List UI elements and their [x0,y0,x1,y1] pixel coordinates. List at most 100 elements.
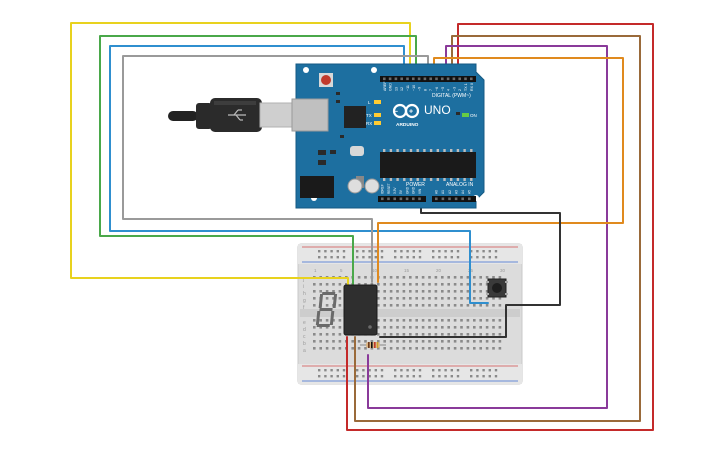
rail-hole [418,250,422,253]
breadboard-hole [383,283,386,286]
breadboard-hole [396,276,399,279]
row-letter-h: h [303,291,306,297]
breadboard-hole [389,319,393,322]
seven-segment-display[interactable]: 8. [0,0,378,336]
breadboard-hole [345,283,348,286]
breadboard-hole [498,276,502,279]
breadboard-hole [421,347,425,350]
breadboard-hole [434,304,438,307]
breadboard-hole [325,347,329,350]
breadboard-hole [473,326,476,329]
breadboard-hole [409,297,412,300]
resistor[interactable] [360,342,386,348]
wire-red[interactable] [346,23,654,431]
rail-hole [330,375,333,378]
digital-pin-label: RX 0 [470,83,474,91]
breadboard-hole [434,276,438,279]
column-number: 20 [436,268,442,273]
breadboard-hole [428,276,431,279]
breadboard-hole [428,340,431,343]
breadboard-hole [473,283,476,286]
rail-hole [488,256,491,259]
breadboard-hole [377,333,380,336]
breadboard-hole [485,276,489,279]
usb-cable[interactable] [168,98,295,132]
breadboard-hole [415,340,418,343]
breadboard-hole [383,333,386,336]
rail-hole [356,250,359,253]
breadboard-hole [370,340,374,343]
wire-brown[interactable] [354,35,641,422]
digital-pin-label: ~6 [435,87,439,91]
rail-hole [356,375,359,378]
chip-leg [383,178,386,181]
breadboard-hole [498,326,502,329]
rail-hole [362,250,365,253]
led-on [462,113,469,117]
led-rx [374,121,381,125]
digital-header-label: DIGITAL (PWM~) [432,93,471,99]
wire-blue[interactable] [109,45,489,304]
button-cap[interactable] [492,283,502,293]
rail-hole [432,375,435,378]
wire-yellow[interactable] [70,22,411,287]
rail-hole [444,375,447,378]
breadboard-hole [377,326,380,329]
breadboard-hole [325,319,329,322]
rail-hole [374,250,377,253]
rail-hole [318,256,321,259]
chip-pins [383,149,473,181]
breadboard-hole [453,340,457,343]
chip-leg [383,149,386,152]
breadboard-hole [319,326,322,329]
breadboard-hole [415,283,418,286]
rail-hole [494,250,498,253]
wire-black[interactable] [379,199,561,338]
breadboard-hole [466,326,470,329]
rail-hole [356,256,359,259]
rail-hole [406,375,409,378]
wire-orange[interactable] [377,57,624,283]
chip-leg [470,178,473,181]
rail-hole [368,256,371,259]
power-analog-pin [393,197,396,201]
breadboard-hole [441,283,444,286]
wire-green[interactable] [99,35,417,285]
rail-hole [380,256,384,259]
breadboard-hole [473,347,476,350]
breadboard-hole [453,283,457,286]
breadboard-hole [441,333,444,336]
breadboard-hole [421,333,425,336]
breadboard-hole [351,340,354,343]
power-analog-pin [387,197,390,201]
breadboard-hole [415,276,418,279]
breadboard-hole [409,347,412,350]
capacitor-1 [347,178,363,194]
reset-button[interactable] [321,75,331,85]
wire-gray[interactable] [122,55,429,283]
breadboard-hole [492,276,495,279]
resistor-band [374,342,376,348]
breadboard-hole [473,304,476,307]
rail-hole [470,369,473,372]
breadboard-hole [492,304,495,307]
rail-hole [438,369,441,372]
power-analog-pin [412,197,415,201]
breadboard-hole [377,290,380,293]
power-analog-pin-label: A3 [454,190,458,194]
rail-hole [318,375,321,378]
breadboard-hole [396,347,399,350]
push-button[interactable] [486,278,508,298]
wire-purple[interactable] [367,45,608,409]
breadboard-hole [479,340,482,343]
breadboard-hole [319,290,322,293]
rail-hole [482,369,485,372]
breadboard-hole [325,297,329,300]
chip-leg [416,178,419,181]
breadboard-hole [396,319,399,322]
breadboard-hole [485,304,489,307]
breadboard-hole [402,347,406,350]
digital-pin [470,77,473,81]
